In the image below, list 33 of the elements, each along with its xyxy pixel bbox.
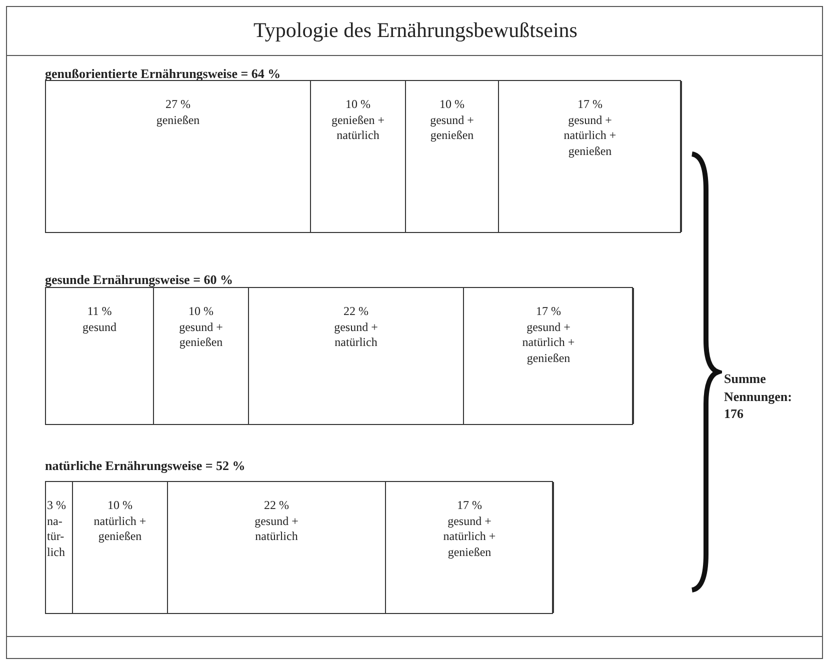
percentage: 10 % (188, 304, 214, 320)
segment-bar (45, 458, 553, 614)
cell-description: na- tür- lich (47, 514, 66, 560)
percentage: 10 % (438, 97, 466, 113)
cell-description: gesund + genießen (429, 112, 475, 144)
cell-description: gesund + natürlich + genießen (442, 514, 497, 560)
diagram-title: Typologie des Ernährungsbewußtseins (252, 18, 578, 43)
segment-bar (45, 272, 633, 425)
segment-bar (45, 66, 681, 233)
percentage: 22 % (263, 498, 290, 514)
percentage: 17 % (576, 97, 604, 113)
percentage: 17 % (535, 304, 562, 320)
row-heading: natürliche Ernährungsweise = 52 % (45, 458, 246, 474)
percentage: 22 % (342, 304, 370, 320)
cell-description: gesund + natürlich (254, 514, 300, 545)
percentage: 10 % (106, 498, 134, 514)
row-heading: gesunde Ernährungsweise = 60 % (45, 272, 233, 288)
percentage: 11 % (86, 304, 113, 320)
cell-description: gesund + natürlich + genießen (521, 320, 576, 366)
segment-cell (46, 482, 73, 613)
cell-description: genießen (155, 112, 201, 128)
percentage: 27 % (164, 97, 192, 113)
total-note: Summe Nennungen: 176 (724, 370, 793, 423)
percentage: 3 % (47, 498, 67, 514)
cell-description: genießen + natürlich (330, 112, 386, 144)
row-heading: genußorientierte Ernährungsweise = 64 % (45, 66, 281, 82)
percentage: 17 % (456, 498, 483, 514)
cell-description: gesund (82, 320, 118, 336)
cell-description: natürlich + genießen (92, 514, 148, 545)
percentage: 10 % (344, 97, 372, 113)
cell-description: gesund + genießen (178, 320, 224, 351)
cell-description: gesund + natürlich + genießen (562, 112, 618, 160)
cell-description: gesund + natürlich (333, 320, 379, 351)
